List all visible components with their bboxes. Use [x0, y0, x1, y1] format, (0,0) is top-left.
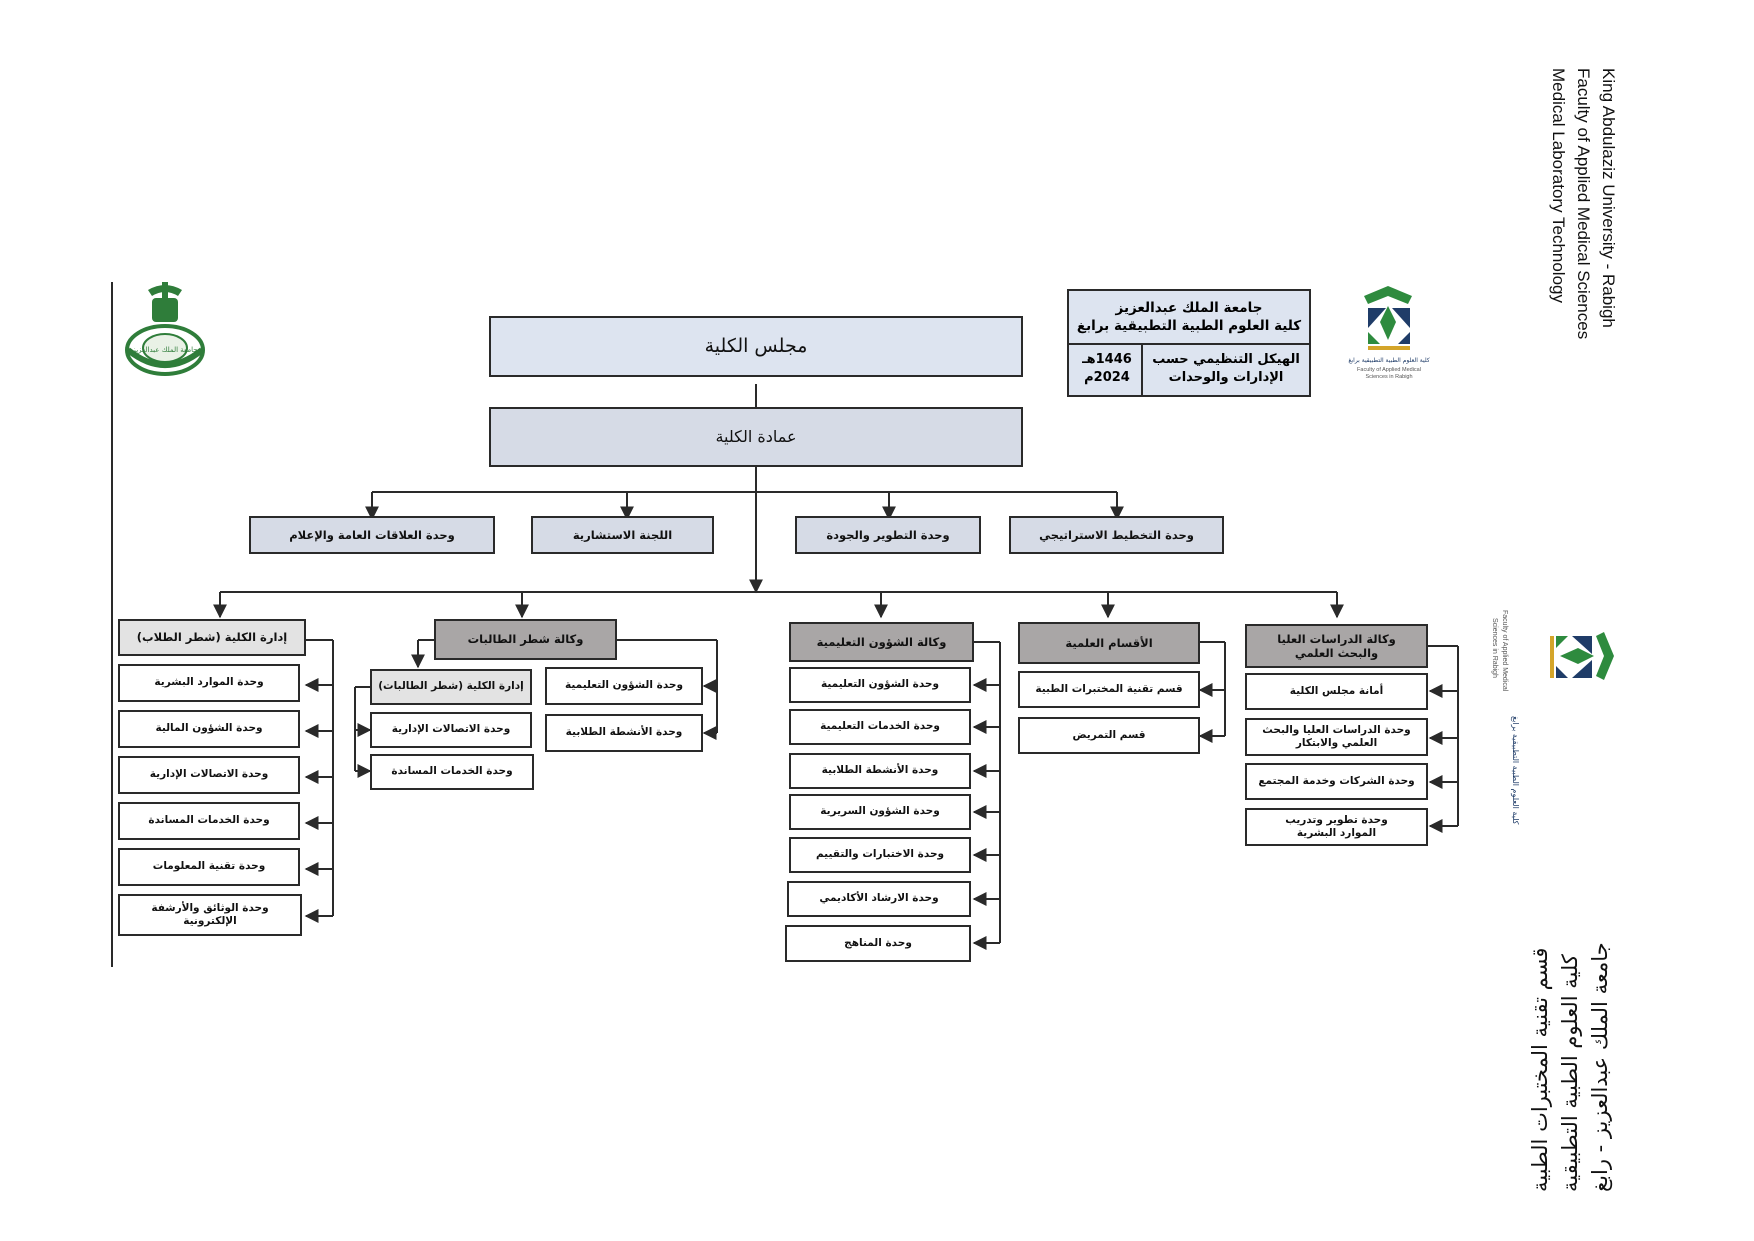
- female-agency-header: وكالة شطر الطالبات: [434, 619, 617, 660]
- admin-male-item: وحدة الاتصالات الإدارية: [118, 756, 300, 794]
- graduate-agency-item-label-line-1: وحدة تطوير وتدريب: [1285, 813, 1388, 826]
- education-agency-item: وحدة الشؤون السريرية: [789, 794, 971, 830]
- faculty-logo-icon: كلية العلوم الطبية التطبيقية برابغ Facul…: [1348, 286, 1430, 380]
- chart-title-line-1: الهيكل التنظيمي حسب: [1152, 352, 1300, 368]
- admin-male-item-label: وحدة الخدمات المساندة: [148, 814, 270, 827]
- female-agency-item-label: وحدة الشؤون التعليمية: [565, 679, 683, 692]
- education-agency-item: وحدة الشؤون التعليمية: [789, 667, 971, 703]
- admin-female-item: وحدة الاتصالات الإدارية: [370, 712, 532, 748]
- header-english-line-2: Faculty of Applied Medical Sciences: [1574, 68, 1593, 340]
- graduate-agency-title-line-2: والبحث العلمي: [1294, 646, 1379, 660]
- faculty-logo-rotated-caption-en-2: Sciences in Rabigh: [1491, 618, 1498, 678]
- female-agency-title: وكالة شطر الطالبات: [467, 632, 584, 647]
- admin-male-item: وحدة الوثائق والأرشفة الإلكترونية: [118, 894, 302, 936]
- admin-male-item-label: وحدة الموارد البشرية: [154, 676, 264, 689]
- graduate-agency-title-line-1: وكالة الدراسات العليا: [1277, 631, 1396, 646]
- kau-logo-text: جامعة الملك عبدالعزيز: [131, 346, 197, 354]
- header-arabic-line-3: قسم تقنية المختبرات الطبية: [1528, 947, 1552, 1192]
- education-agency-item-label: وحدة الشؤون التعليمية: [821, 678, 939, 691]
- education-agency-item-label: وحدة المناهج: [844, 936, 912, 949]
- female-agency-item: وحدة الشؤون التعليمية: [545, 667, 703, 705]
- college-deanship-box: عمادة الكلية: [489, 407, 1023, 467]
- education-agency-item: وحدة الخدمات التعليمية: [789, 709, 971, 745]
- faculty-logo-caption-en-2: Sciences in Rabigh: [1365, 374, 1412, 380]
- kau-logo-icon: جامعة الملك عبدالعزيز: [125, 282, 205, 376]
- education-agency-item-label: وحدة الارشاد الأكاديمي: [819, 892, 939, 905]
- faculty-logo-rotated-icon: [1550, 632, 1614, 680]
- year-hijri: 1446هـ: [1082, 352, 1132, 368]
- female-agency-item: وحدة الأنشطة الطلابية: [545, 714, 703, 752]
- admin-male-item: وحدة تقنية المعلومات: [118, 848, 300, 886]
- graduate-agency-item: وحدة الشركات وخدمة المجتمع: [1245, 763, 1428, 800]
- admin-male-header: إدارة الكلية (شطر الطلاب): [118, 619, 306, 656]
- education-agency-item-label: وحدة الخدمات التعليمية: [820, 720, 940, 733]
- unit-strategic-planning: وحدة التخطيط الاستراتيجي: [1009, 516, 1224, 554]
- admin-female-title: إدارة الكلية (شطر الطالبات): [378, 680, 524, 693]
- education-agency-item-label: وحدة الأنشطة الطلابية: [821, 764, 939, 777]
- chart-title: الهيكل التنظيمي حسب الإدارات والوحدات: [1141, 343, 1309, 395]
- education-agency-header: وكالة الشؤون التعليمية: [789, 622, 974, 662]
- admin-female-item: وحدة الخدمات المساندة: [370, 754, 534, 790]
- admin-male-item: وحدة الشؤون المالية: [118, 710, 300, 748]
- header-arabic-line-2: كلية العلوم الطبية التطبيقية: [1558, 954, 1582, 1192]
- unit-development-quality: وحدة التطوير والجودة: [795, 516, 981, 554]
- chart-title-line-2: الإدارات والوحدات: [1168, 370, 1284, 385]
- chart-year: 1446هـ 2024م: [1069, 343, 1145, 395]
- graduate-agency-item-label: وحدة الشركات وخدمة المجتمع: [1258, 774, 1415, 787]
- year-gregorian: 2024م: [1084, 370, 1130, 385]
- admin-male-item-label: وحدة الاتصالات الإدارية: [149, 768, 269, 781]
- education-agency-item: وحدة الاختبارات والتقييم: [789, 837, 971, 873]
- department-item: قسم تقنية المختبرات الطبية: [1018, 671, 1200, 708]
- department-item-label: قسم تقنية المختبرات الطبية: [1035, 682, 1183, 695]
- faculty-logo-rotated-caption-en-1: Faculty of Applied Medical: [1501, 610, 1508, 692]
- college-deanship-label: عمادة الكلية: [715, 427, 797, 446]
- faculty-name: كلية العلوم الطبية التطبيقية برابغ: [1076, 318, 1302, 334]
- faculty-logo-caption-en-1: Faculty of Applied Medical: [1357, 367, 1421, 373]
- graduate-agency-item-label: وحدة الدراسات العليا والبحث العلمي والاب…: [1262, 723, 1411, 749]
- chart-title-box: جامعة الملك عبدالعزيز كلية العلوم الطبية…: [1067, 289, 1311, 397]
- admin-female-header: إدارة الكلية (شطر الطالبات): [370, 669, 532, 705]
- faculty-logo-rotated-caption-ar: كلية العلوم الطبية التطبيقية برابغ: [1511, 716, 1520, 825]
- education-agency-item: وحدة الأنشطة الطلابية: [789, 753, 971, 789]
- graduate-agency-item: أمانة مجلس الكلية: [1245, 673, 1428, 710]
- education-agency-item: وحدة المناهج: [785, 925, 971, 962]
- unit-advisory-committee: اللجنة الاستشارية: [531, 516, 714, 554]
- admin-female-item-label: وحدة الاتصالات الإدارية: [391, 723, 511, 736]
- graduate-agency-item: وحدة الدراسات العليا والبحث العلمي والاب…: [1245, 718, 1428, 756]
- title-box-header: جامعة الملك عبدالعزيز كلية العلوم الطبية…: [1069, 291, 1309, 345]
- unit-public-relations-label: وحدة العلاقات العامة والإعلام: [289, 527, 455, 542]
- department-item: قسم التمريض: [1018, 717, 1200, 754]
- admin-male-title: إدارة الكلية (شطر الطلاب): [136, 630, 288, 645]
- university-name: جامعة الملك عبدالعزيز: [1115, 299, 1263, 316]
- admin-male-item-label: وحدة تقنية المعلومات: [152, 860, 266, 873]
- unit-public-relations: وحدة العلاقات العامة والإعلام: [249, 516, 495, 554]
- graduate-agency-item: وحدة تطوير وتدريب الموارد البشرية: [1245, 808, 1428, 846]
- education-agency-item-label: وحدة الاختبارات والتقييم: [815, 848, 945, 861]
- admin-male-item: وحدة الموارد البشرية: [118, 664, 300, 702]
- departments-header: الأقسام العلمية: [1018, 622, 1200, 664]
- department-item-label: قسم التمريض: [1072, 728, 1146, 741]
- graduate-agency-header: وكالة الدراسات العليا والبحث العلمي: [1245, 624, 1428, 668]
- header-english-line-1: King Abdulaziz University - Rabigh: [1599, 68, 1618, 328]
- header-arabic-line-1: جامعة الملك عبدالعزيز - رابغ: [1588, 942, 1612, 1192]
- admin-female-item-label: وحدة الخدمات المساندة: [391, 765, 513, 778]
- college-council-label: مجلس الكلية: [704, 334, 808, 357]
- graduate-agency-item-label: أمانة مجلس الكلية: [1289, 684, 1384, 697]
- admin-male-item-label: وحدة الوثائق والأرشفة الإلكترونية: [151, 901, 269, 927]
- college-council-box: مجلس الكلية: [489, 316, 1023, 377]
- unit-strategic-planning-label: وحدة التخطيط الاستراتيجي: [1039, 527, 1194, 542]
- unit-advisory-committee-label: اللجنة الاستشارية: [572, 527, 673, 542]
- education-agency-item-label: وحدة الشؤون السريرية: [820, 805, 940, 818]
- female-agency-item-label: وحدة الأنشطة الطلابية: [565, 726, 683, 739]
- graduate-agency-item-label-line-2: الموارد البشرية: [1296, 827, 1377, 839]
- unit-development-quality-label: وحدة التطوير والجودة: [826, 527, 950, 542]
- header-english-line-3: Medical Laboratory Technology: [1549, 68, 1568, 303]
- education-agency-item: وحدة الارشاد الأكاديمي: [787, 881, 971, 917]
- faculty-logo-caption-ar: كلية العلوم الطبية التطبيقية برابغ: [1348, 357, 1430, 364]
- admin-male-item: وحدة الخدمات المساندة: [118, 802, 300, 840]
- education-agency-title: وكالة الشؤون التعليمية: [816, 634, 947, 649]
- admin-male-item-label: وحدة الشؤون المالية: [155, 722, 263, 735]
- departments-title: الأقسام العلمية: [1065, 635, 1153, 650]
